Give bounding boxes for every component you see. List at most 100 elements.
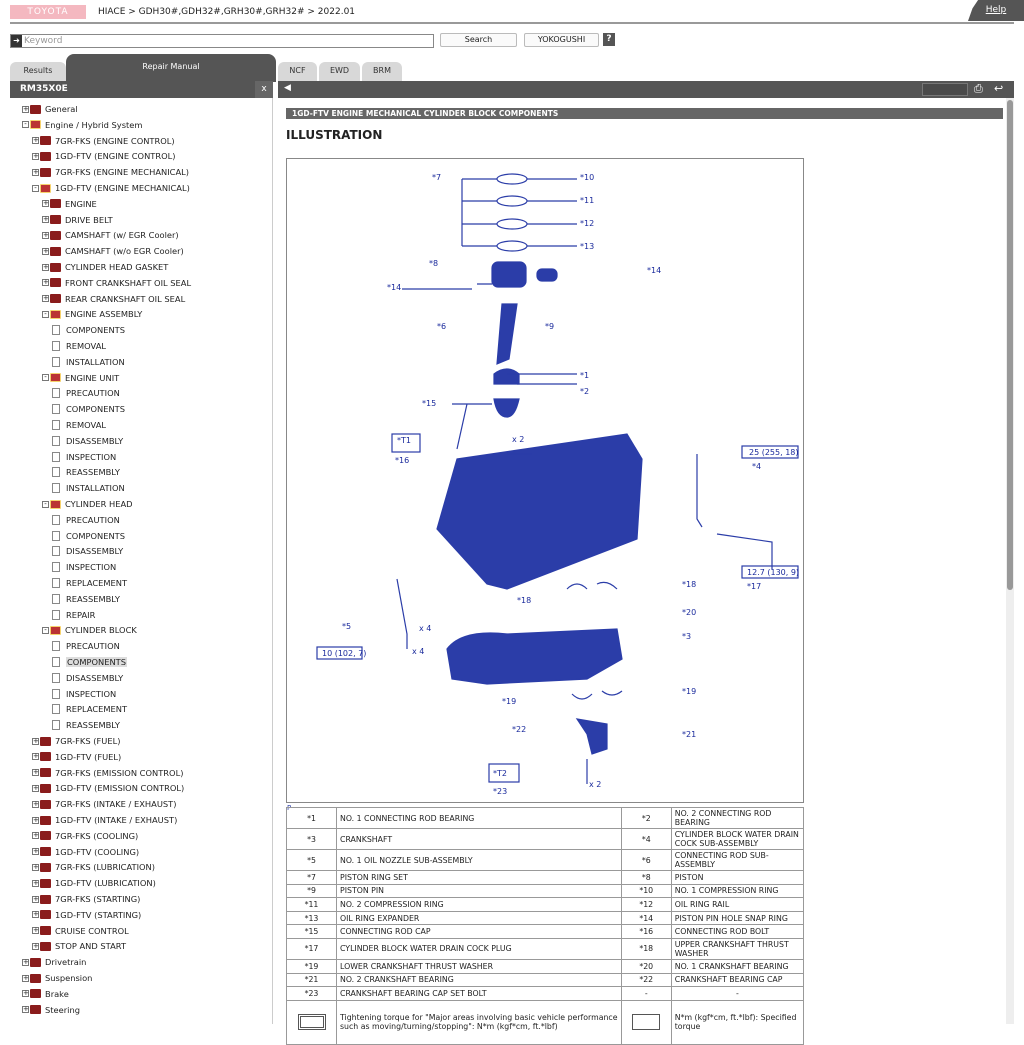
expand-icon[interactable]: + — [42, 230, 49, 239]
tree-item[interactable]: +REAR CRANKSHAFT OIL SEAL — [42, 292, 185, 306]
expand-icon[interactable]: + — [42, 278, 49, 287]
tree-item[interactable]: +Drivetrain — [22, 955, 86, 969]
tree-item[interactable]: INSPECTION — [52, 687, 116, 701]
tree-item[interactable]: -ENGINE ASSEMBLY — [42, 307, 142, 321]
expand-icon[interactable]: + — [42, 246, 49, 255]
tree-item[interactable]: +7GR-FKS (FUEL) — [32, 734, 120, 748]
tree-item[interactable]: INSTALLATION — [52, 355, 125, 369]
expand-icon[interactable]: + — [22, 104, 29, 113]
expand-icon[interactable]: + — [32, 736, 39, 745]
tree-item[interactable]: +7GR-FKS (INTAKE / EXHAUST) — [32, 797, 176, 811]
tree-item[interactable]: COMPONENTS — [52, 402, 125, 416]
tree-item[interactable]: +Steering — [22, 1003, 80, 1017]
help-link[interactable]: Help — [968, 0, 1024, 21]
tree-item[interactable]: +CRUISE CONTROL — [32, 924, 129, 938]
expand-icon[interactable]: + — [32, 799, 39, 808]
expand-icon[interactable]: + — [32, 752, 39, 761]
expand-icon[interactable]: + — [32, 815, 39, 824]
tree-item[interactable]: +1GD-FTV (ENGINE CONTROL) — [32, 149, 176, 163]
collapse-sidebar-icon[interactable]: ◀ — [284, 83, 291, 93]
tree-item[interactable]: REPAIR — [52, 608, 95, 622]
tree-item[interactable]: COMPONENTS — [52, 529, 125, 543]
expand-icon[interactable]: + — [42, 294, 49, 303]
view-toggle-button[interactable] — [922, 83, 968, 96]
tree-item[interactable]: INSPECTION — [52, 560, 116, 574]
tree-item[interactable]: DISASSEMBLY — [52, 544, 123, 558]
expand-icon[interactable]: + — [32, 910, 39, 919]
print-icon[interactable]: ⎙ — [974, 82, 983, 95]
yokogushi-button[interactable]: YOKOGUSHI — [524, 33, 599, 47]
tree-item[interactable]: +1GD-FTV (LUBRICATION) — [32, 876, 156, 890]
tree-item[interactable]: +Brake — [22, 987, 69, 1001]
expand-icon[interactable]: + — [32, 167, 39, 176]
tab-results[interactable]: Results — [10, 62, 66, 82]
collapse-icon[interactable]: - — [42, 626, 49, 634]
expand-icon[interactable]: + — [32, 831, 39, 840]
collapse-icon[interactable]: - — [32, 184, 39, 192]
tree-item[interactable]: +7GR-FKS (LUBRICATION) — [32, 860, 155, 874]
tree-item[interactable]: +7GR-FKS (ENGINE CONTROL) — [32, 134, 175, 148]
tree-item[interactable]: +FRONT CRANKSHAFT OIL SEAL — [42, 276, 191, 290]
collapse-icon[interactable]: - — [22, 121, 29, 129]
tree-item[interactable]: REMOVAL — [52, 418, 106, 432]
tree-item[interactable]: +7GR-FKS (ENGINE MECHANICAL) — [32, 165, 189, 179]
expand-icon[interactable]: + — [22, 973, 29, 982]
tree-item[interactable]: +STOP AND START — [32, 939, 126, 953]
tree-item[interactable]: +1GD-FTV (STARTING) — [32, 908, 141, 922]
expand-icon[interactable]: + — [32, 941, 39, 950]
tree-item[interactable]: REASSEMBLY — [52, 718, 120, 732]
return-icon[interactable]: ↩ — [994, 82, 1004, 95]
tree-item[interactable]: +1GD-FTV (COOLING) — [32, 845, 139, 859]
tree-item[interactable]: -1GD-FTV (ENGINE MECHANICAL) — [32, 181, 190, 195]
tree-item[interactable]: INSPECTION — [52, 450, 116, 464]
expand-icon[interactable]: + — [32, 878, 39, 887]
tab-ncf[interactable]: NCF — [278, 62, 317, 82]
tree-item[interactable]: PRECAUTION — [52, 513, 120, 527]
expand-icon[interactable]: + — [32, 862, 39, 871]
search-button[interactable]: Search — [440, 33, 517, 47]
tree-item[interactable]: REMOVAL — [52, 339, 106, 353]
expand-icon[interactable]: + — [42, 215, 49, 224]
tree-item[interactable]: -ENGINE UNIT — [42, 371, 119, 385]
tree-item[interactable]: DISASSEMBLY — [52, 434, 123, 448]
tree-item[interactable]: REASSEMBLY — [52, 592, 120, 606]
tree-item[interactable]: +CYLINDER HEAD GASKET — [42, 260, 168, 274]
expand-icon[interactable]: + — [32, 894, 39, 903]
tree-item[interactable]: DISASSEMBLY — [52, 671, 123, 685]
tab-repair-manual[interactable]: Repair Manual — [66, 54, 276, 82]
expand-icon[interactable]: + — [22, 1005, 29, 1014]
tree-item[interactable]: +1GD-FTV (INTAKE / EXHAUST) — [32, 813, 177, 827]
tree-item[interactable]: +General — [22, 102, 78, 116]
expand-icon[interactable]: + — [22, 989, 29, 998]
tree-item[interactable]: +1GD-FTV (FUEL) — [32, 750, 121, 764]
expand-icon[interactable]: + — [32, 768, 39, 777]
close-sidebar-button[interactable]: x — [255, 81, 273, 98]
tree-item[interactable]: +7GR-FKS (STARTING) — [32, 892, 140, 906]
tree-item[interactable]: COMPONENTS — [52, 655, 128, 669]
tree-item[interactable]: +CAMSHAFT (w/o EGR Cooler) — [42, 244, 184, 258]
collapse-icon[interactable]: - — [42, 310, 49, 318]
tree-item[interactable]: +1GD-FTV (EMISSION CONTROL) — [32, 781, 184, 795]
tree-item[interactable]: PRECAUTION — [52, 386, 120, 400]
tree-item[interactable]: +CAMSHAFT (w/ EGR Cooler) — [42, 228, 179, 242]
tree-item[interactable]: -CYLINDER HEAD — [42, 497, 133, 511]
tree-item[interactable]: +DRIVE BELT — [42, 213, 113, 227]
tree-item[interactable]: REASSEMBLY — [52, 465, 120, 479]
tree-item[interactable]: REPLACEMENT — [52, 576, 127, 590]
tab-brm[interactable]: BRM — [362, 62, 402, 82]
expand-icon[interactable]: + — [42, 199, 49, 208]
tree-item[interactable]: +ENGINE — [42, 197, 97, 211]
tree-item[interactable]: +7GR-FKS (COOLING) — [32, 829, 138, 843]
expand-icon[interactable]: + — [32, 847, 39, 856]
tree-item[interactable]: INSTALLATION — [52, 481, 125, 495]
expand-icon[interactable]: + — [32, 151, 39, 160]
scrollbar-thumb[interactable] — [1007, 100, 1013, 590]
tree-item[interactable]: +7GR-FKS (EMISSION CONTROL) — [32, 766, 183, 780]
tree-item[interactable]: -CYLINDER BLOCK — [42, 623, 137, 637]
tab-ewd[interactable]: EWD — [319, 62, 360, 82]
expand-icon[interactable]: + — [32, 783, 39, 792]
help-question-icon[interactable]: ? — [603, 33, 615, 46]
tree-item[interactable]: COMPONENTS — [52, 323, 125, 337]
expand-icon[interactable]: + — [32, 926, 39, 935]
collapse-icon[interactable]: - — [42, 500, 49, 508]
